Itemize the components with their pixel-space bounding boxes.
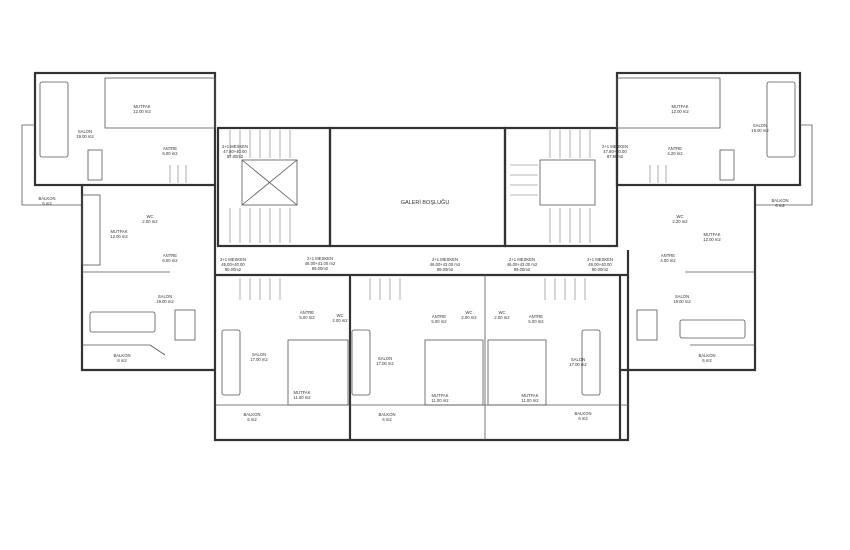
room-area: 2.20 m2 [672, 219, 688, 224]
room-area: 12.00 m2 [133, 109, 151, 114]
room-name: BALKON [114, 353, 131, 358]
room-area: 11.00 m2 [431, 398, 449, 403]
room-area: 5.00 m2 [299, 315, 315, 320]
room-area: 11.00 m2 [521, 398, 539, 403]
room-area: 2.00 m2 [461, 315, 477, 320]
room-name: BALKON [244, 412, 261, 417]
room-area: 6 m2 [578, 416, 588, 421]
room-name: 2+1 MESKEN [307, 256, 333, 261]
room-name: BALKON [39, 196, 56, 201]
room-name: WC [147, 214, 154, 219]
room-name: MUTFAK [672, 104, 689, 109]
room-total: 90.00m2 [592, 267, 609, 272]
room-name: WC [337, 313, 344, 318]
room-area: 11.00 m2 [293, 395, 311, 400]
room-name: 2+1 MESKEN [602, 144, 628, 149]
room-name: WC [677, 214, 684, 219]
room-name: SALON [78, 129, 92, 134]
room-name: 2+1 MESKEN [220, 257, 246, 262]
room-area: 12.00 m2 [703, 237, 721, 242]
room-area: 2.00 m2 [142, 219, 158, 224]
room-name: WC [499, 310, 506, 315]
room-name: MUTFAK [111, 229, 128, 234]
room-total: 87.80m2 [607, 154, 624, 159]
room-name: SALON [675, 294, 689, 299]
room-name: SALON [378, 356, 392, 361]
room-total: 89.00m2 [437, 267, 454, 272]
room-name: MUTFAK [522, 393, 539, 398]
room-name: 2+1 MESKEN [222, 144, 248, 149]
room-total: 89.00m2 [514, 267, 531, 272]
room-area: 46.00+40.00 [221, 262, 245, 267]
room-area: 6.00 m2 [162, 258, 178, 263]
room-area: 12.00 m2 [110, 234, 128, 239]
room-area: 19.00 m2 [76, 134, 94, 139]
room-name: MUTFAK [704, 232, 721, 237]
room-name: WC [466, 310, 473, 315]
room-name: SALON [158, 294, 172, 299]
room-area: 6 m2 [117, 358, 127, 363]
room-area: 6 m2 [702, 358, 712, 363]
room-name: ANTRE [300, 310, 314, 315]
furniture [39, 81, 796, 396]
room-area: 6.00 m2 [162, 151, 178, 156]
room-area: 46.00+43.00 m2 [507, 262, 538, 267]
room-name: BALKON [575, 411, 592, 416]
room-name: ANTRE [163, 253, 177, 258]
room-name: ANTRE [661, 253, 675, 258]
stairs [169, 130, 667, 300]
room-area: 4.00 m2 [660, 258, 676, 263]
room-total: 87.80m2 [227, 154, 244, 159]
room-name: ANTRE [163, 146, 177, 151]
room-total: 89.00m2 [312, 266, 329, 271]
room-area: 19.00 m2 [673, 299, 691, 304]
room-name: 2+1 MESKEN [587, 257, 613, 262]
room-area: 17.00 m2 [376, 361, 394, 366]
gallery-label: GALERİ BOŞLUĞU [401, 199, 450, 206]
room-area: 17.00 m2 [250, 357, 268, 362]
room-area: 6 m2 [247, 417, 257, 422]
room-name: MUTFAK [134, 104, 151, 109]
room-area: 19.00 m2 [156, 299, 174, 304]
room-area: 2.00 m2 [332, 318, 348, 323]
room-area: 46.00+41.00 m2 [305, 261, 336, 266]
room-area: 5.00 m2 [528, 319, 544, 324]
room-total: 90.00m2 [225, 267, 242, 272]
room-name: BALKON [699, 353, 716, 358]
room-area: 17.00 m2 [569, 362, 587, 367]
room-area: 47.80+40.00 [223, 149, 247, 154]
room-area: 6 m2 [42, 201, 52, 206]
room-name: MUTFAK [432, 393, 449, 398]
room-area: 2.00 m2 [494, 315, 510, 320]
room-name: SALON [571, 357, 585, 362]
room-area: 46.00+40.00 [588, 262, 612, 267]
room-area: 46.00+43.00 m2 [430, 262, 461, 267]
room-area: 47.80+40.00 [603, 149, 627, 154]
room-area: 19.00 m2 [751, 128, 769, 133]
room-name: ANTRE [668, 146, 682, 151]
room-area: 5.00 m2 [431, 319, 447, 324]
room-area: 6 m2 [382, 417, 392, 422]
room-name: SALON [753, 123, 767, 128]
room-name: ANTRE [529, 314, 543, 319]
room-name: SALON [252, 352, 266, 357]
room-name: 2+1 MESKEN [432, 257, 458, 262]
room-name: 2+1 MESKEN [509, 257, 535, 262]
room-area: 4.20 m2 [667, 151, 683, 156]
room-area: 6 m2 [775, 203, 785, 208]
room-name: ANTRE [432, 314, 446, 319]
walls [21, 71, 813, 442]
room-name: BALKON [379, 412, 396, 417]
room-area: 12.00 m2 [671, 109, 689, 114]
room-name: MUTFAK [294, 390, 311, 395]
room-name: BALKON [772, 198, 789, 203]
